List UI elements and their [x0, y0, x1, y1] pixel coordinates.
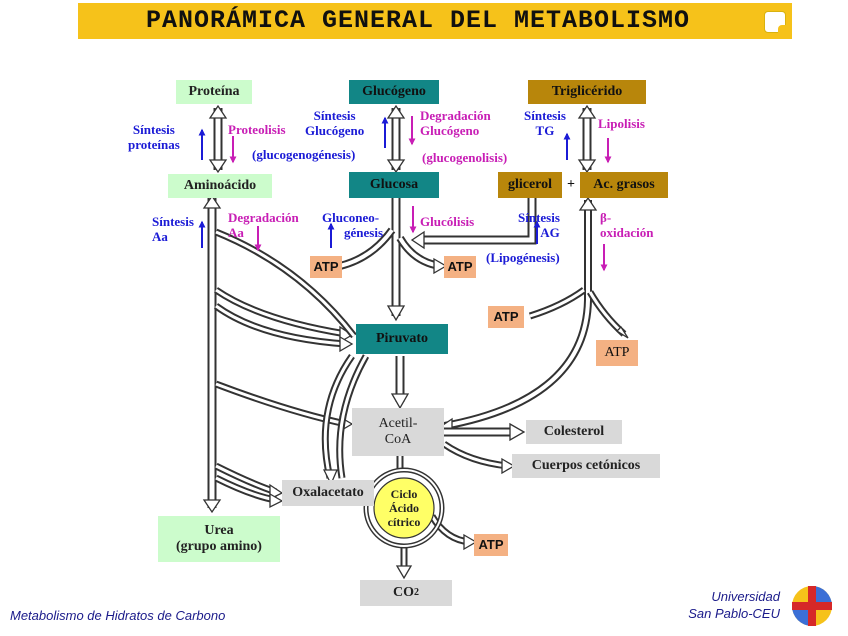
label-ciclo-acido-citrico: Ciclo Ácido cítrico	[376, 484, 432, 532]
box-proteina: Proteína	[176, 80, 252, 104]
label-glucogenogenesis: (glucogenogénesis)	[252, 147, 356, 162]
box-glicerol: glicerol	[498, 172, 562, 198]
badge-atp-gluconeo: ATP	[310, 256, 342, 278]
title-banner: PANORÁMICA GENERAL DEL METABOLISMO	[78, 3, 792, 39]
arrow-glucosa-piruvato	[386, 198, 406, 322]
arrow-piruvato-oxalacetato	[321, 353, 370, 486]
box-glucogeno: Glucógeno	[349, 80, 439, 104]
box-colesterol: Colesterol	[526, 420, 622, 444]
badge-atp-glucolisis: ATP	[444, 256, 476, 278]
label-sintesis-aa: Síntesis Aa	[152, 214, 194, 244]
arrow-acetilcoa-colesterol	[444, 422, 526, 442]
acetilcoa-line-1: Acetil-	[378, 416, 418, 431]
label-lipogenesis: (Lipogénesis)	[486, 250, 560, 265]
box-aminoacido: Aminoácido	[168, 174, 272, 198]
arrow-ciclo-atp	[428, 514, 478, 551]
label-glucogenolisis: (glucogenolisis)	[422, 150, 508, 165]
label-lipolisis: Lipolisis	[598, 116, 645, 131]
arrow-atp-gluconeogenesis	[338, 227, 396, 270]
arrow-aminoacido-piruvato	[213, 287, 354, 353]
box-urea: Urea (grupo amino)	[158, 516, 280, 562]
urea-line-2: (grupo amino)	[176, 539, 262, 554]
arrow-glucolisis-atp	[396, 235, 448, 275]
box-oxalacetato: Oxalacetato	[282, 480, 374, 506]
label-degradacion-aa: Degradación Aa	[228, 210, 299, 240]
urea-line-1: Urea	[204, 523, 234, 538]
arrow-glicerol-glucosa	[410, 198, 537, 250]
badge-atp-lipogenesis: ATP	[488, 306, 524, 328]
label-sintesis-proteinas: Síntesis proteínas	[128, 122, 180, 152]
flux-arrows	[202, 104, 629, 580]
box-acetilcoa: Acetil- CoA	[352, 408, 444, 456]
direction-arrows	[198, 116, 612, 272]
label-sintesis-tg: Síntesis TG	[524, 108, 566, 138]
ciclo-line-3: cítrico	[387, 515, 421, 529]
badge-atp-betaoxidacion: ATP	[596, 340, 638, 366]
label-sintesis-glucogeno: Síntesis Glucógeno	[305, 108, 365, 138]
badge-atp-ciclo: ATP	[474, 534, 508, 556]
note-icon	[764, 11, 786, 33]
co2-text: CO	[393, 585, 414, 600]
box-cuerpos-cetonicos: Cuerpos cetónicos	[512, 454, 660, 478]
citric-acid-cycle-ring	[363, 467, 445, 549]
box-acgrasos: Ac. grasos	[580, 172, 668, 198]
label-glucolisis: Glucólisis	[420, 214, 475, 229]
university-logo-icon	[792, 586, 832, 626]
arrow-piruvato-acetilcoa	[390, 356, 410, 410]
label-sintesis-ag: Síntesis AG	[518, 210, 560, 240]
arrow-ciclo-co2	[395, 548, 413, 580]
box-piruvato: Piruvato	[356, 324, 448, 354]
arrow-trigliceride-acgrasos	[577, 104, 597, 174]
label-degradacion-glucogeno: Degradación Glucógeno	[420, 108, 491, 138]
label-beta-oxidacion: β- oxidación	[600, 210, 654, 240]
acetilcoa-line-2: CoA	[384, 432, 412, 447]
arrow-aminoacido-oxalacetato	[214, 462, 284, 509]
co2-subscript: 2	[414, 587, 419, 598]
box-trigliceride: Triglicérido	[528, 80, 646, 104]
arrow-acgrasos-acetilcoa	[438, 196, 598, 436]
plus-sign: +	[567, 177, 575, 192]
footer-university: Universidad San Pablo-CEU	[688, 589, 780, 621]
arrow-proteina-aminoacido	[208, 104, 228, 174]
arrow-acetilcoa-cuerpos	[442, 441, 516, 475]
arrow-betaoxidacion-atp	[586, 290, 629, 339]
label-gluconeogenesis: Gluconeo- génesis	[322, 210, 383, 240]
footer-course-title: Metabolismo de Hidratos de Carbono	[10, 608, 226, 623]
arrow-aminoacido-piruvato-upper	[214, 228, 357, 339]
label-proteolisis: Proteolisis	[228, 122, 286, 137]
ciclo-line-2: Ácido	[389, 501, 419, 515]
page-title: PANORÁMICA GENERAL DEL METABOLISMO	[145, 6, 691, 35]
arrow-glucogeno-glucosa	[386, 104, 406, 174]
box-glucosa: Glucosa	[349, 172, 439, 198]
arrow-atp-lipogenesis	[528, 287, 587, 320]
ciclo-line-1: Ciclo	[390, 487, 418, 501]
arrow-aminoacido-urea	[202, 194, 222, 514]
